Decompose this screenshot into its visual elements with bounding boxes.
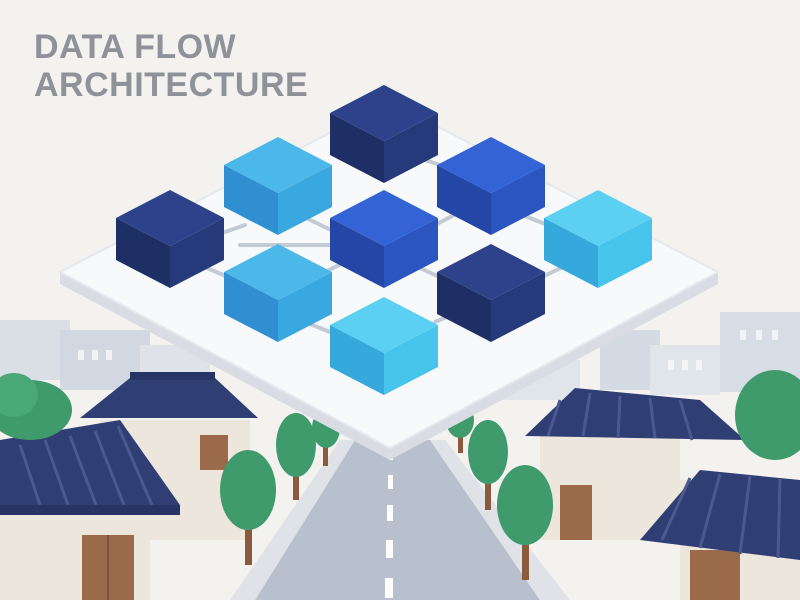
block-sky-right [544, 190, 652, 288]
title-line-1: DATA FLOW [34, 28, 237, 66]
house-door [690, 550, 740, 600]
block-top-face [224, 137, 332, 193]
block-left-face [330, 113, 384, 183]
tree [276, 413, 316, 500]
block-sky-bottom [330, 297, 438, 395]
house-window [200, 435, 228, 470]
block-top-face [437, 137, 545, 193]
house-roof [80, 378, 258, 418]
left-houses [0, 372, 258, 600]
block-top-face [437, 244, 545, 300]
block-right-face [491, 272, 545, 342]
block-navy-top [330, 85, 438, 183]
blocks-grid [116, 85, 652, 395]
background-buildings [0, 312, 800, 400]
block-left-face [116, 218, 170, 288]
block-light-blue-1 [224, 137, 332, 235]
block-right-face [384, 218, 438, 288]
block-top-face [330, 190, 438, 246]
house-roof [525, 388, 745, 440]
block-left-face [544, 218, 598, 288]
block-right-face [598, 218, 652, 288]
bg-building [0, 320, 70, 380]
block-navy-right [437, 244, 545, 342]
block-right-face [384, 113, 438, 183]
block-top-face [330, 297, 438, 353]
block-right-face [278, 165, 332, 235]
block-left-face [437, 272, 491, 342]
block-top-face [116, 190, 224, 246]
block-left-face [224, 165, 278, 235]
block-light-blue-2 [224, 244, 332, 342]
block-navy-left [116, 190, 224, 288]
block-mid-blue-1 [437, 137, 545, 235]
trees [0, 370, 800, 580]
tree [468, 420, 508, 510]
block-right-face [491, 165, 545, 235]
block-right-face [384, 325, 438, 395]
title-line-2: ARCHITECTURE [34, 66, 308, 104]
tree [0, 373, 72, 440]
block-left-face [224, 272, 278, 342]
house-door [560, 485, 592, 540]
block-top-face [330, 85, 438, 141]
house-roof [640, 470, 800, 560]
block-left-face [330, 218, 384, 288]
block-top-face [544, 190, 652, 246]
tree [220, 450, 276, 565]
block-top-face [224, 244, 332, 300]
block-left-face [437, 165, 491, 235]
block-mid-blue-center [330, 190, 438, 288]
tree [497, 465, 553, 580]
tree [735, 370, 800, 460]
right-houses [525, 388, 800, 600]
block-right-face [278, 272, 332, 342]
block-right-face [170, 218, 224, 288]
block-left-face [330, 325, 384, 395]
